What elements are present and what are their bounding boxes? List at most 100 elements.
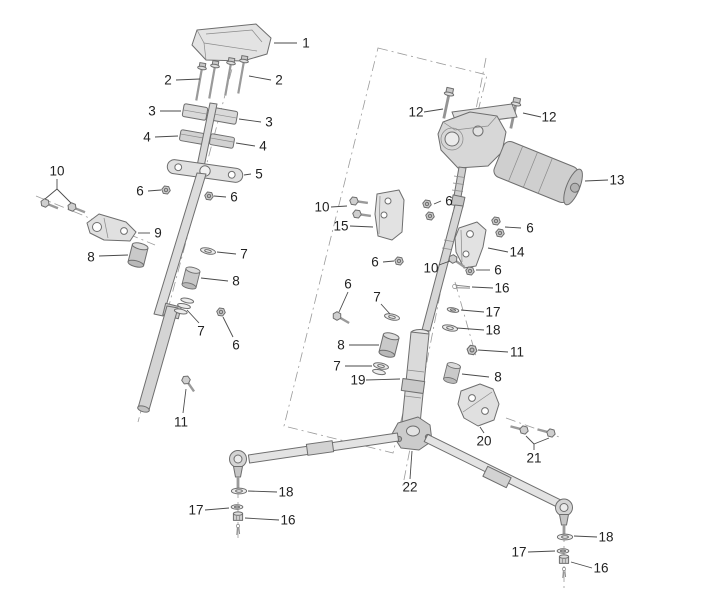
part-13-eps-gearbox <box>437 111 507 169</box>
part-21-bolt <box>508 421 531 436</box>
leader-line <box>200 277 229 282</box>
callout-label-3: 3 <box>265 115 273 130</box>
leader-line <box>479 426 485 434</box>
leader-line <box>504 226 522 229</box>
leader-line <box>216 251 237 255</box>
part-6-bolt <box>330 309 353 328</box>
callout-label-3: 3 <box>148 104 156 119</box>
part-10-bolt <box>351 208 373 221</box>
left-tie-rod <box>247 432 400 464</box>
callout-label-13: 13 <box>609 173 624 188</box>
subassembly-boundary-box <box>283 47 488 454</box>
callout-label-10: 10 <box>314 200 329 215</box>
leader-line <box>365 378 401 381</box>
callout-label-7: 7 <box>333 359 341 374</box>
callout-label-4: 4 <box>143 130 151 145</box>
leader-line <box>570 561 593 569</box>
part-9-steering-arm <box>86 213 137 242</box>
callout-label-9: 9 <box>154 226 162 241</box>
part-7-washer <box>383 312 401 322</box>
part-8-bushing <box>180 265 202 291</box>
leader-line <box>182 388 187 414</box>
part-17-washer <box>446 306 460 314</box>
part-14-bracket <box>454 221 487 269</box>
callout-label-7: 7 <box>240 247 248 262</box>
leader-line <box>213 195 227 198</box>
leader-line <box>243 173 252 176</box>
callout-label-5: 5 <box>255 167 263 182</box>
leader-line <box>186 309 200 324</box>
part-18-washer <box>230 487 248 495</box>
fastener-stack-centerline <box>454 281 477 357</box>
callout-label-6: 6 <box>445 194 453 209</box>
part-6-nut <box>424 211 436 221</box>
part-2-bolt <box>190 61 209 103</box>
leader-line <box>248 75 272 81</box>
callout-label-16: 16 <box>593 561 608 576</box>
callout-label-17: 17 <box>485 305 500 320</box>
callout-label-12: 12 <box>408 105 423 120</box>
part-6-nut <box>203 191 215 201</box>
column-main-shaft <box>153 172 207 317</box>
part-6-nut <box>160 185 172 195</box>
callout-label-6: 6 <box>344 277 352 292</box>
callout-label-18: 18 <box>598 530 613 545</box>
leader-line <box>222 316 234 338</box>
part-7-washer-stack <box>173 297 195 315</box>
leader-line <box>584 179 609 182</box>
part-16-castle-nut <box>232 511 244 521</box>
leader-line <box>56 188 72 204</box>
leader-line <box>573 535 598 538</box>
right-tie-rod <box>423 433 565 510</box>
callout-label-6: 6 <box>494 263 502 278</box>
leader-line <box>525 435 535 445</box>
part-21-bolt <box>535 424 558 439</box>
leader-line <box>330 205 348 208</box>
leader-line <box>204 507 230 511</box>
part-7-washer-pair <box>372 361 390 376</box>
callout-label-2: 2 <box>275 73 283 88</box>
leader-line <box>247 490 278 493</box>
callout-label-4: 4 <box>259 139 267 154</box>
leader-line <box>460 309 485 313</box>
callout-label-17: 17 <box>188 503 203 518</box>
leader-line <box>382 260 395 263</box>
callout-label-16: 16 <box>494 281 509 296</box>
part-11-bolt <box>179 373 199 395</box>
callout-label-11: 11 <box>174 415 188 430</box>
leader-line <box>98 254 129 257</box>
leader-line <box>438 260 451 266</box>
leader-line <box>533 437 550 445</box>
part-18-washer <box>556 533 574 541</box>
leader-line <box>461 373 490 378</box>
right-eps-column-assembly <box>330 85 583 451</box>
leader-line <box>522 112 542 118</box>
part-4-clamp-lower <box>179 129 235 149</box>
part-16-cotter-pin <box>452 283 471 289</box>
callout-label-18: 18 <box>485 323 500 338</box>
leader-line <box>380 303 391 315</box>
leader-line <box>147 189 162 192</box>
eps-output-spline <box>450 166 467 208</box>
callout-label-19: 19 <box>350 373 365 388</box>
part-16-castle-nut <box>558 554 570 564</box>
leader-line <box>487 247 509 253</box>
callout-label-10: 10 <box>423 261 438 276</box>
part-10-bolt <box>65 200 88 217</box>
callout-label-7: 7 <box>197 324 205 339</box>
callout-label-6: 6 <box>526 221 534 236</box>
callout-label-8: 8 <box>337 338 345 353</box>
part-3-clamp-upper <box>181 103 239 125</box>
callout-label-18: 18 <box>278 485 293 500</box>
left-ball-joint <box>229 450 247 489</box>
part-6-nut <box>494 228 506 238</box>
part-17-washer <box>556 548 570 554</box>
leader-line <box>423 108 444 113</box>
callout-label-14: 14 <box>509 245 525 260</box>
leader-line <box>238 118 262 123</box>
callout-label-11: 11 <box>510 345 524 360</box>
tie-rods <box>229 432 574 579</box>
callout-label-15: 15 <box>333 219 348 234</box>
